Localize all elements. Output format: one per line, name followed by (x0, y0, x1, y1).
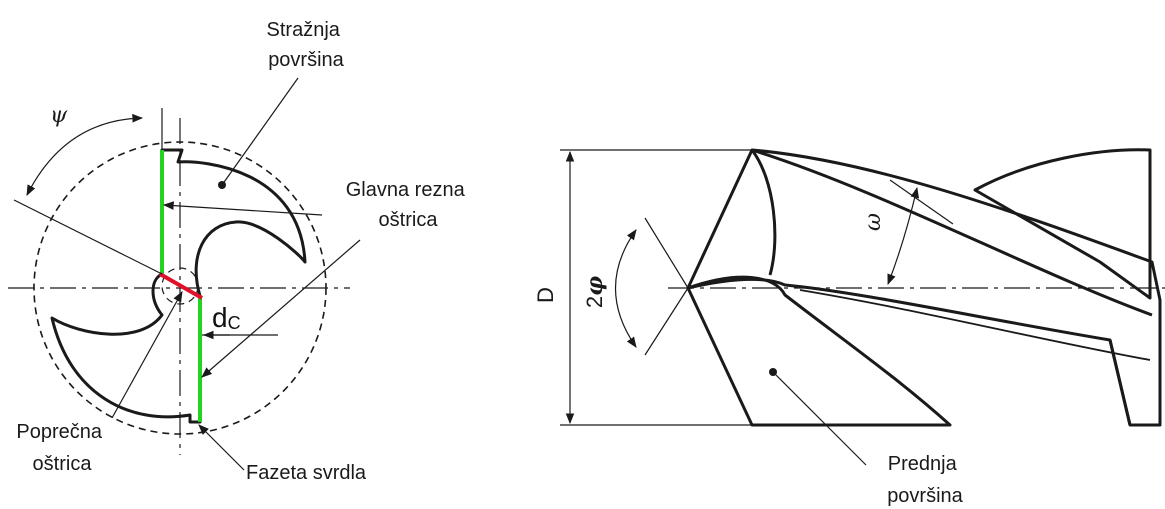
point-angle-line-upper (644, 217, 689, 289)
side-view (560, 148, 1165, 466)
rear-surface-label-line2: površina (268, 49, 344, 71)
chisel-edge (159, 272, 203, 300)
point-facet-edge (750, 149, 777, 276)
margin-label: Fazeta svrdla (246, 462, 367, 484)
drill-front-face (686, 275, 952, 427)
point-angle-label-sym: φ (582, 276, 608, 296)
back-face-edge (1108, 339, 1132, 426)
helix-edge-1 (751, 148, 1153, 317)
rear-surface-label-line1: Stražnja (267, 19, 341, 41)
margin-leader (198, 424, 245, 471)
front-surface-label-line1: Prednja (888, 453, 958, 475)
main-edge-leader-lower (201, 239, 361, 378)
point-angle-label: 2φ (582, 276, 608, 308)
cross-section-view (8, 77, 361, 471)
front-surface-label: Prednja površina (887, 453, 963, 507)
point-angle-arc (614, 229, 637, 348)
point-angle-label-num: 2 (582, 296, 607, 308)
main-edge-label: Glavna rezna oštrica (346, 179, 471, 231)
chisel-edge-label-line2: oštrica (33, 453, 93, 475)
chisel-edge-label-line1: Poprečna (16, 421, 102, 443)
rear-surface-label: Stražnja površina (267, 19, 346, 71)
main-edge-leader-upper (162, 201, 323, 216)
drill-land (686, 148, 1162, 427)
psi-angle-arc (26, 113, 144, 196)
helix-angle-label: ω (861, 213, 886, 231)
psi-reference-line-chisel (13, 199, 163, 275)
point-angle-line-lower (644, 287, 689, 356)
helix-edge-2 (799, 289, 1151, 361)
main-edge-label-line2: oštrica (379, 209, 439, 231)
dc-label-sub: C (228, 313, 241, 333)
dc-label-main: d (212, 302, 228, 333)
dc-label: dC (212, 302, 241, 333)
diameter-label: D (533, 287, 558, 303)
main-edge-label-line1: Glavna rezna (346, 179, 466, 201)
psi-label: ψ (50, 103, 68, 128)
front-surface-label-line2: površina (887, 485, 963, 507)
back-flute-lobe (973, 148, 1152, 300)
chisel-edge-leader (111, 291, 183, 419)
chisel-edge-label: Poprečna oštrica (16, 421, 107, 475)
front-surface-leader (772, 371, 867, 466)
helix-angle-arc (887, 186, 920, 286)
rear-surface-leader (221, 77, 299, 186)
